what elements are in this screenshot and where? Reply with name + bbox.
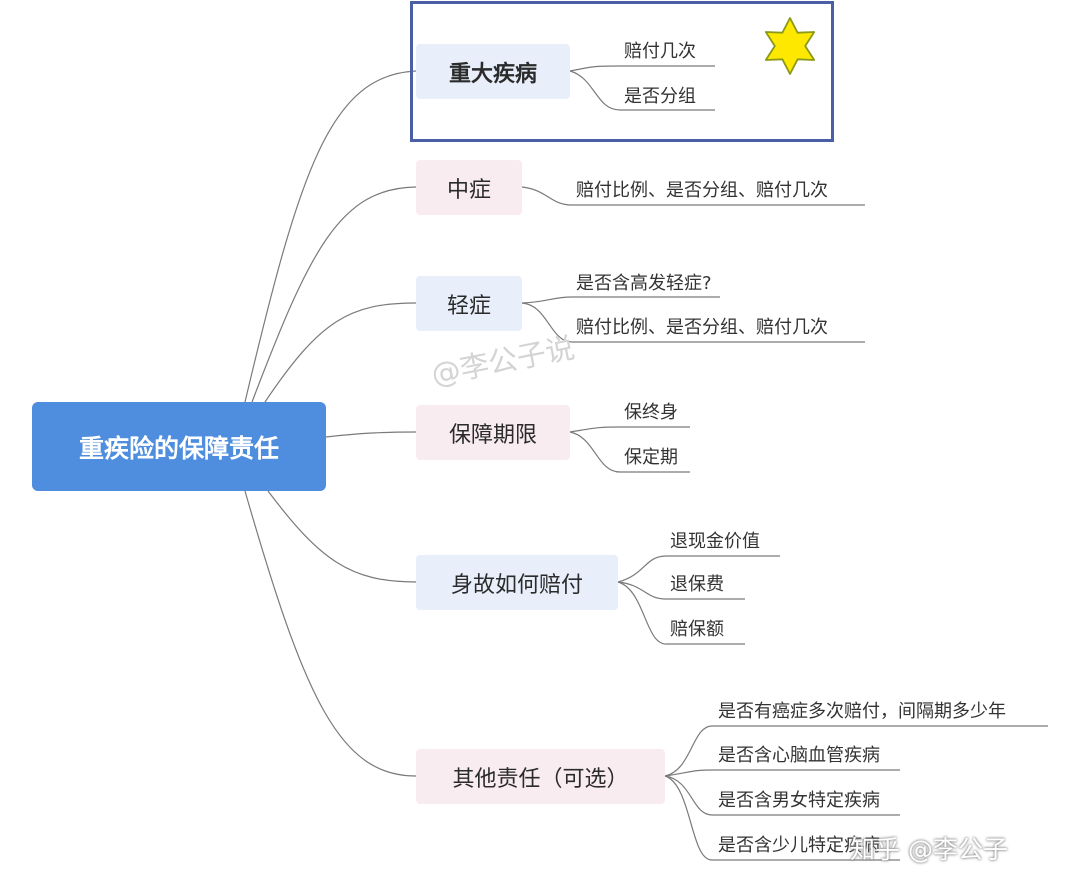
leaf-lifetime: 保终身 <box>624 402 678 423</box>
leaf-child-specific: 是否含少儿特定疾病 <box>718 835 880 856</box>
watermark-zhihu: 知乎 @李公子 <box>850 835 1008 864</box>
leaf-grouping: 是否分组 <box>624 86 696 107</box>
branch-mild-illness[interactable]: 轻症 <box>416 276 522 331</box>
leaf-moderate-details: 赔付比例、是否分组、赔付几次 <box>576 180 828 201</box>
root-node[interactable]: 重疾险的保障责任 <box>32 402 326 491</box>
branch-coverage-period[interactable]: 保障期限 <box>416 405 570 460</box>
branch-critical-illness[interactable]: 重大疾病 <box>416 44 570 99</box>
star-icon <box>764 17 816 75</box>
branch-death-benefit[interactable]: 身故如何赔付 <box>416 555 618 610</box>
leaf-term: 保定期 <box>624 447 678 468</box>
leaf-sum-assured: 赔保额 <box>670 619 724 640</box>
leaf-mild-details: 赔付比例、是否分组、赔付几次 <box>576 317 828 338</box>
leaf-cancer-multi: 是否有癌症多次赔付，间隔期多少年 <box>718 701 1006 722</box>
leaf-common-mild: 是否含高发轻症? <box>576 273 712 294</box>
leaf-cardio: 是否含心脑血管疾病 <box>718 745 880 766</box>
leaf-gender-specific: 是否含男女特定疾病 <box>718 790 880 811</box>
leaf-payout-times: 赔付几次 <box>624 41 696 62</box>
branch-other-coverage[interactable]: 其他责任（可选） <box>416 749 665 804</box>
highlight-frame <box>410 1 834 142</box>
leaf-cash-value: 退现金价值 <box>670 531 760 552</box>
leaf-premium-refund: 退保费 <box>670 574 724 595</box>
branch-moderate-illness[interactable]: 中症 <box>416 160 522 215</box>
